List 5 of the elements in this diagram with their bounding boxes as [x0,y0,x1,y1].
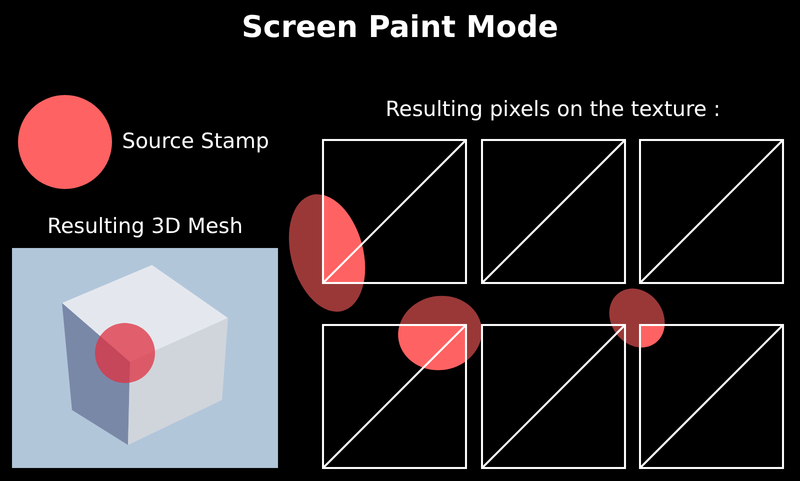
source-stamp-circle [18,95,112,189]
diagram-title: Screen Paint Mode [240,10,560,45]
mesh-label: Resulting 3D Mesh [46,214,244,238]
source-stamp-label: Source Stamp [122,129,270,153]
texture-label: Resulting pixels on the texture : [384,97,722,121]
